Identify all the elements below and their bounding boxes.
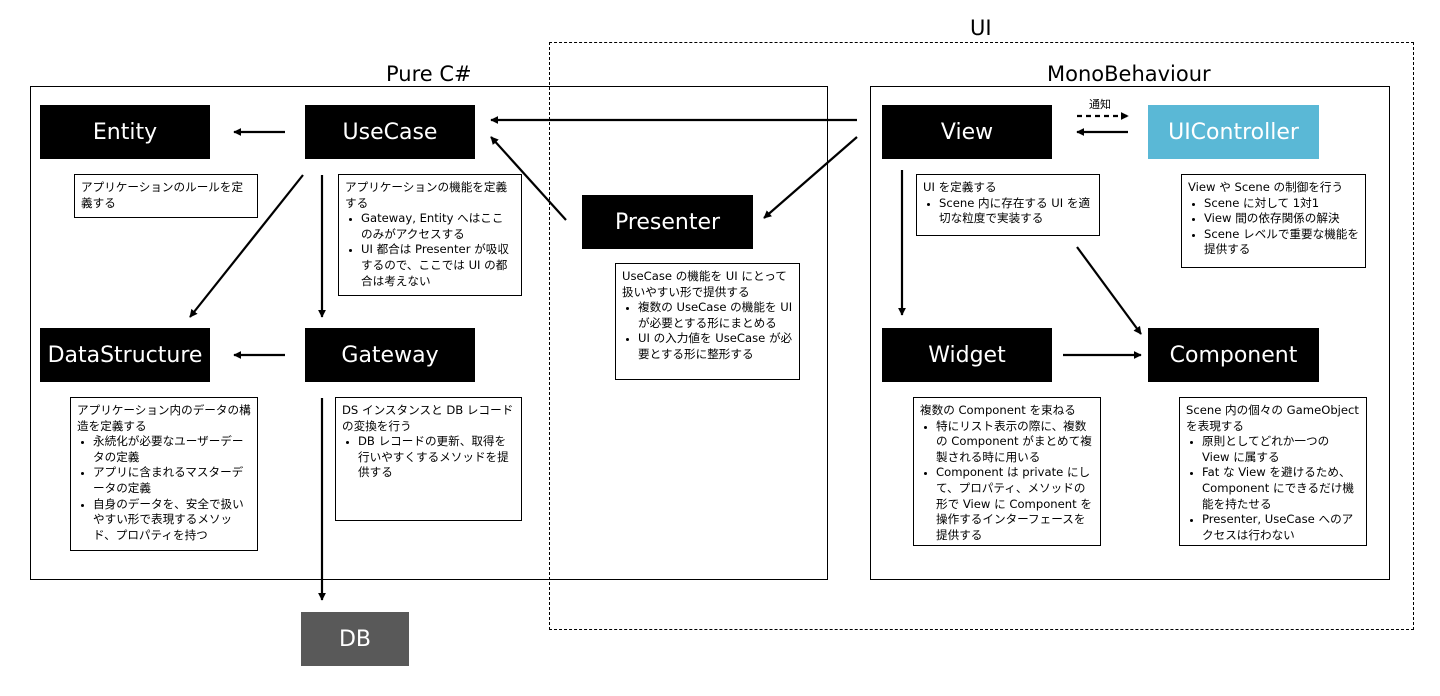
widget-note-item: Component は private にして、プロパティ、メソッドの形で Vi… [936,465,1094,543]
gateway-note-item: DB レコードの更新、取得を行いやすくするメソッドを提供する [358,434,515,481]
datastructure-note-list: 永続化が必要なユーザーデータの定義 アプリに含まれるマスターデータの定義 自身の… [77,434,251,543]
view-note-item: Scene 内に存在する UI を適切な粒度で実装する [939,196,1093,227]
ui-frame-label: UI [970,16,992,40]
presenter-note-item: UI の入力値を UseCase が必要とする形に整形する [638,331,793,362]
pure-csharp-frame [30,86,828,580]
view-note-text: UI を定義する [923,180,997,194]
uicontroller-note-item: View 間の依存関係の解決 [1204,211,1359,227]
datastructure-box: DataStructure [40,328,210,382]
datastructure-note-text: アプリケーション内のデータの構造を定義する [77,403,251,433]
entity-box: Entity [40,105,210,159]
view-note: UI を定義する Scene 内に存在する UI を適切な粒度で実装する [916,174,1100,236]
component-note-item: Fat な View を避けるため、Component にできるだけ機能を持たせ… [1202,465,1360,512]
presenter-box: Presenter [582,195,753,249]
uicontroller-note-item: Scene レベルで重要な機能を提供する [1204,227,1359,258]
pure-csharp-frame-label: Pure C# [386,62,472,86]
component-box: Component [1148,328,1319,382]
edge-view-presenter [763,136,858,219]
widget-note-item: 特にリスト表示の際に、複数の Component がまとめて複製される時に用いる [936,419,1094,466]
widget-box: Widget [882,328,1052,382]
usecase-note-item: UI 都合は Presenter が吸収するので、ここでは UI の都合は考えな… [361,242,515,289]
gateway-box: Gateway [305,328,475,382]
component-note-item: 原則としてどれか一つの View に属する [1202,434,1360,465]
widget-note-text: 複数の Component を束ねる [920,403,1076,417]
uicontroller-box: UIController [1148,105,1319,159]
component-note-item: Presenter, UseCase へのアクセスは行わない [1202,512,1360,543]
datastructure-note-item: 永続化が必要なユーザーデータの定義 [93,434,251,465]
db-box: DB [301,612,409,666]
presenter-note-item: 複数の UseCase の機能を UI が必要とする形にまとめる [638,300,793,331]
uicontroller-note-item: Scene に対して 1対1 [1204,196,1359,212]
usecase-box: UseCase [305,105,475,159]
datastructure-note-item: 自身のデータを、安全で扱いやすい形で表現するメソッド、プロパティを持つ [93,497,251,544]
usecase-note-list: Gateway, Entity へはここのみがアクセスする UI 都合は Pre… [345,211,515,289]
entity-note-text: アプリケーションのルールを定義する [81,180,244,210]
component-note-text: Scene 内の個々の GameObject を表現する [1186,403,1359,433]
view-box: View [882,105,1052,159]
monobehaviour-frame-label: MonoBehaviour [1047,62,1211,86]
widget-note-list: 特にリスト表示の際に、複数の Component がまとめて複製される時に用いる… [920,419,1094,544]
datastructure-note-item: アプリに含まれるマスターデータの定義 [93,465,251,496]
presenter-note-list: 複数の UseCase の機能を UI が必要とする形にまとめる UI の入力値… [622,300,793,362]
presenter-note: UseCase の機能を UI にとって扱いやすい形で提供する 複数の UseC… [615,263,800,380]
view-note-list: Scene 内に存在する UI を適切な粒度で実装する [923,196,1093,227]
widget-note: 複数の Component を束ねる 特にリスト表示の際に、複数の Compon… [913,397,1101,546]
usecase-note: アプリケーションの機能を定義する Gateway, Entity へはここのみが… [338,174,522,296]
gateway-note-list: DB レコードの更新、取得を行いやすくするメソッドを提供する [342,434,515,481]
uicontroller-note: View や Scene の制御を行う Scene に対して 1対1 View … [1181,174,1366,268]
gateway-note: DS インスタンスと DB レコードの変換を行う DB レコードの更新、取得を行… [335,397,522,521]
component-note: Scene 内の個々の GameObject を表現する 原則としてどれか一つの… [1179,397,1367,546]
presenter-note-text: UseCase の機能を UI にとって扱いやすい形で提供する [622,269,787,299]
uicontroller-note-text: View や Scene の制御を行う [1188,180,1344,194]
monobehaviour-frame [870,86,1390,580]
entity-note: アプリケーションのルールを定義する [74,174,258,218]
edge-presenter-usecase [490,136,567,221]
edge-usecase-datastructure [189,174,304,318]
notify-label: 通知 [1089,98,1111,111]
component-note-list: 原則としてどれか一つの View に属する Fat な View を避けるため、… [1186,434,1360,543]
usecase-note-text: アプリケーションの機能を定義する [345,180,508,210]
usecase-note-item: Gateway, Entity へはここのみがアクセスする [361,211,515,242]
gateway-note-text: DS インスタンスと DB レコードの変換を行う [342,403,514,433]
edge-view-component [1076,246,1142,335]
datastructure-note: アプリケーション内のデータの構造を定義する 永続化が必要なユーザーデータの定義 … [70,397,258,551]
uicontroller-note-list: Scene に対して 1対1 View 間の依存関係の解決 Scene レベルで… [1188,196,1359,258]
ui-frame [549,42,1414,630]
